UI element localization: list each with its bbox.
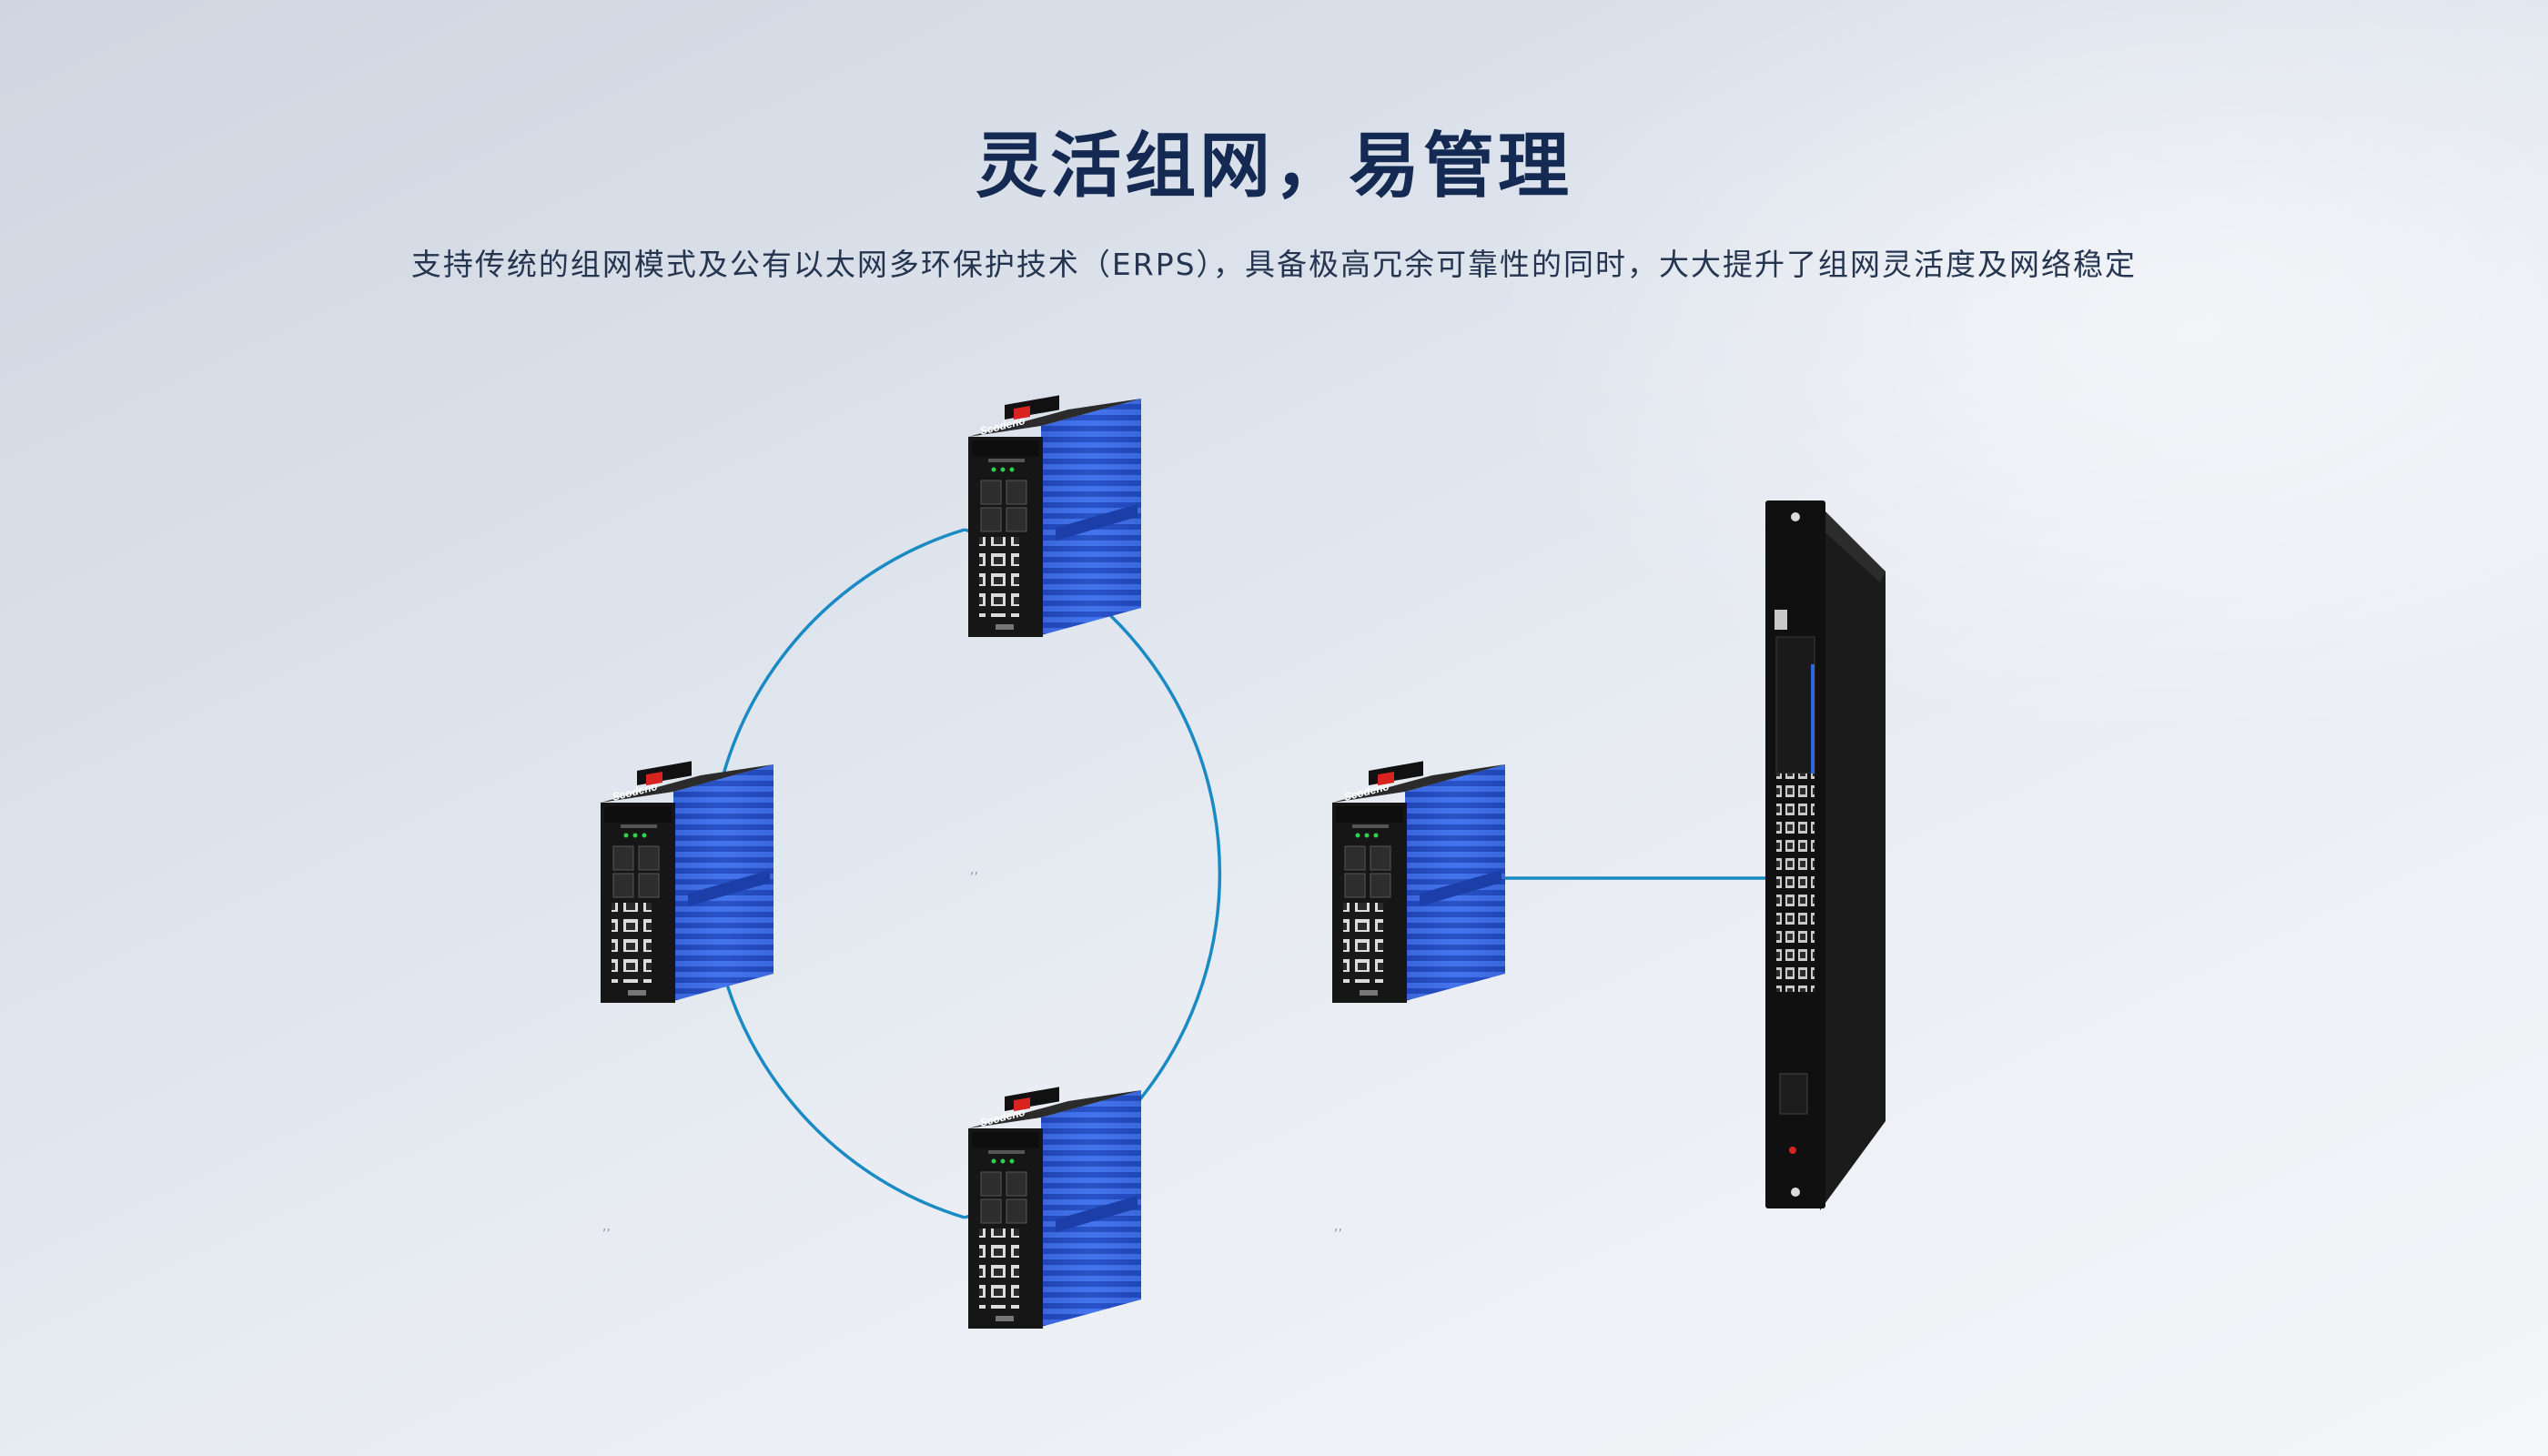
decorative-dot: ,, — [1334, 1219, 1342, 1234]
brand-label-left: Scodeno — [611, 780, 659, 804]
page-title: 灵活组网，易管理 — [975, 126, 1572, 207]
brand-label-top: Scodeno — [978, 414, 1026, 438]
decorative-dot: ,, — [602, 1219, 611, 1234]
background-glow — [1365, 0, 2548, 819]
brand-label-right: Scodeno — [1342, 780, 1390, 804]
decorative-dot: ,, — [970, 863, 978, 877]
page-subtitle: 支持传统的组网模式及公有以太网多环保护技术（ERPS），具备极高冗余可靠性的同时… — [410, 247, 2138, 282]
rack-switch — [1765, 500, 1886, 1210]
ring-links — [707, 528, 1222, 1219]
brand-label-bottom: Scodeno — [978, 1106, 1026, 1129]
